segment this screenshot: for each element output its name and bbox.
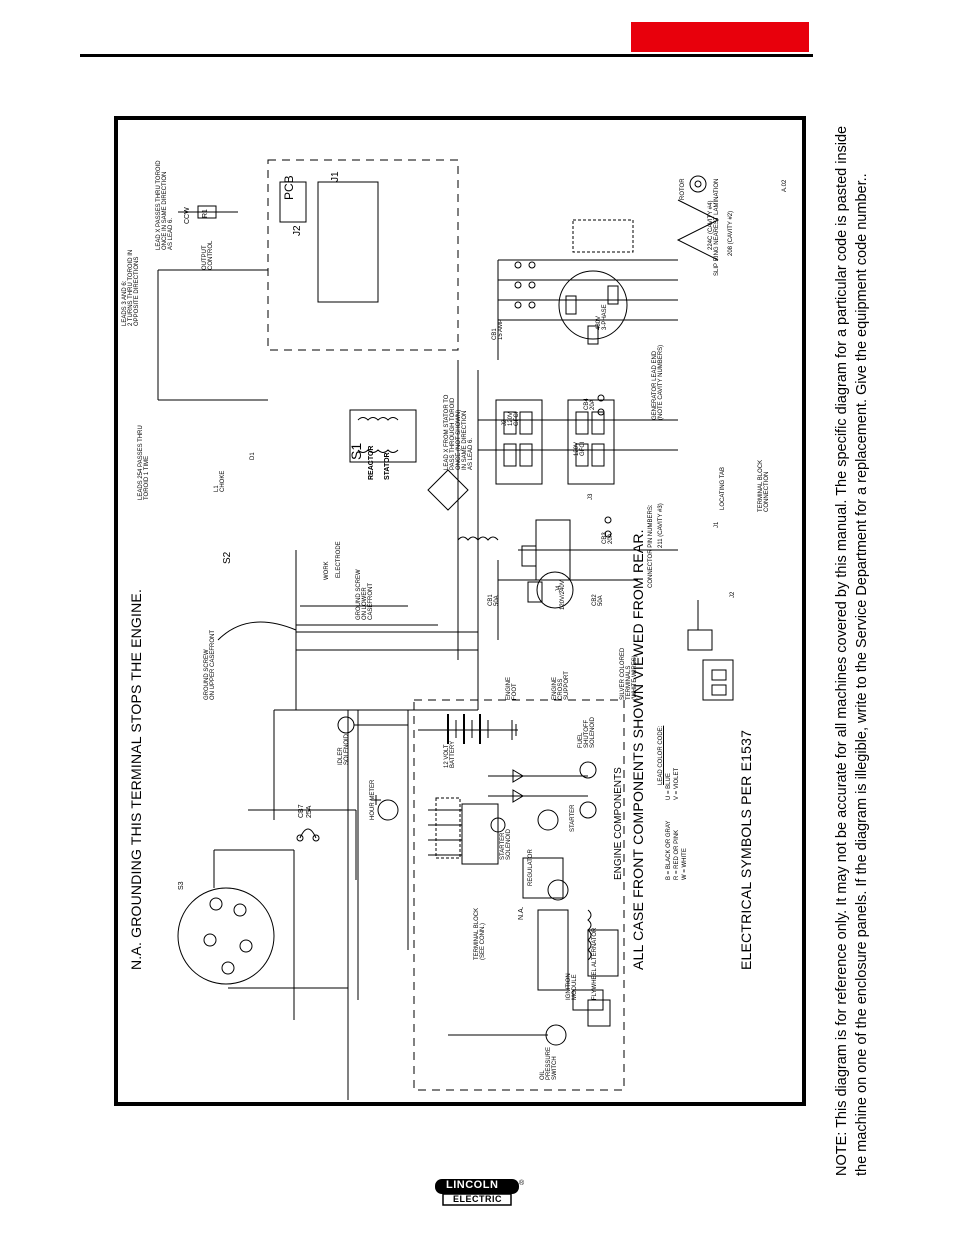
rotor-label: ROTOR	[680, 178, 686, 200]
regulator-label: REGULATOR	[528, 849, 534, 886]
lead-x-stator-note: LEAD X FROM STATOR TO PASS THROUGH TOROI…	[444, 394, 474, 470]
cavity-4-label: 224C (CAVITY #4)	[708, 200, 714, 250]
case-front-note: ALL CASE FRONT COMPONENTS SHOWN VIEWED F…	[630, 529, 646, 970]
connector-j1: J1	[714, 521, 720, 528]
logo-lincoln: LINCOLN	[446, 1179, 499, 1191]
cavity-2-label: 208 (CAVITY #2)	[728, 210, 734, 256]
s2-label: S2	[222, 551, 233, 564]
drawing-code: A.02	[782, 179, 788, 192]
hour-meter-label: HOUR METER	[370, 779, 376, 820]
terminal-block-label: TERMINAL BLOCK (SEE CONN.)	[474, 907, 486, 960]
cb7-label: CB7	[298, 804, 305, 818]
pcb-j2-label: J2	[292, 225, 303, 236]
cb1-15a-label: CB1 15 AMP	[492, 318, 504, 340]
silver-terminals-label: SILVER COLORED TERMINALS (WHITE WIRES)	[620, 647, 638, 700]
engine-cross-label: ENGINE CROSS SUPPORT	[552, 671, 570, 700]
logo-electric: ELECTRIC	[453, 1194, 502, 1204]
note-line-1: NOTE: This diagram is for reference only…	[834, 125, 850, 1176]
work-label: WORK	[324, 561, 330, 580]
oil-switch-label: OIL PRESSURE SWITCH	[540, 1046, 558, 1080]
connector-pin-title: CONNECTOR PIN NUMBERS:	[648, 504, 654, 588]
symbols-note: ELECTRICAL SYMBOLS PER E1537	[738, 729, 754, 970]
r1-label: R1	[202, 209, 209, 218]
cb3-20a-label: CB3 20A	[602, 532, 614, 544]
s1-label: S1	[348, 442, 364, 460]
gfci-j3-label: 120V GFCI	[574, 441, 586, 456]
lead-color-b: B = BLACK OR GRAY	[666, 820, 672, 880]
connector-j2: J2	[730, 591, 736, 598]
page-tab	[631, 22, 809, 52]
starter-solenoid-label: STARTER SOLENOID	[500, 828, 512, 860]
ground-lower-label: GROUND SCREW ON LOWER CASEFRONT	[356, 569, 374, 620]
electrode-label: ELECTRODE	[336, 541, 342, 578]
cb2-50a-label: CB2 50A	[592, 594, 604, 606]
tb-connection-label: TERMINAL BLOCK CONNECTION	[758, 459, 770, 512]
lead-x-pcb-note: LEAD X PASSES THRU TOROID ONCE IN SAME D…	[156, 160, 174, 250]
na-grounding-note: N.A. GROUNDING THIS TERMINAL STOPS THE E…	[128, 588, 144, 970]
engine-foot-label: ENGINE FOOT	[506, 676, 518, 700]
gen-lead-end-label: GENERATOR LEAD END (NOTE CAVITY NUMBERS)	[652, 344, 664, 420]
cb4-20a-label: CB4 20A	[584, 398, 596, 410]
cavity-3-label: 211 (CAVITY #3)	[658, 503, 664, 548]
pcb-label: PCB	[282, 175, 296, 200]
choke-label: L1 CHOKE	[214, 470, 226, 492]
ccw-label: CCW	[184, 207, 191, 224]
wiring-diagram-svg	[157, 159, 734, 1100]
slip-ring-label: SLIP RING NEAREST LAMINATION	[714, 178, 720, 276]
ground-upper-label: GROUND SCREW ON UPPER CASEFRONT	[204, 629, 216, 700]
na-short-label: N.A.	[518, 906, 525, 920]
ignition-module-label: IGNITION MODULE	[566, 973, 578, 1000]
reactor-label: REACTOR	[368, 445, 375, 480]
leads-254-note: LEADS 254 PASSES THRU TOROID 1 TIME	[138, 425, 150, 500]
lead-color-u: U = BLUE	[666, 773, 672, 800]
engine-components-label: ENGINE COMPONENTS	[613, 767, 624, 880]
cb7-rating: 25A	[306, 805, 313, 818]
battery-label: 12 VOLT BATTERY	[444, 740, 456, 768]
lead-color-r: R = RED OR PINK	[674, 829, 680, 880]
note-line-2: the machine on one of the enclosure pane…	[854, 173, 870, 1176]
lead-color-w: W = WHITE	[682, 848, 688, 880]
d1-label: D1	[250, 452, 256, 460]
s3-switch	[177, 887, 275, 985]
locating-tab-label: LOCATING TAB	[720, 466, 726, 510]
j4-label: J4	[556, 585, 562, 592]
lead-color-title: LEAD COLOR CODE:	[658, 725, 664, 785]
gfci-j2-label: J2 120V GFCI	[502, 411, 520, 426]
fuel-solenoid-label: FUEL SHUTOFF SOLENOID	[578, 716, 596, 748]
cb1-50a-label: CB1 50A	[488, 594, 500, 606]
v480-label: 480V 3-PHASE	[596, 304, 608, 330]
header-rule	[80, 54, 813, 57]
starter-label: STARTER	[570, 804, 576, 832]
lead-color-v: V = VIOLET	[674, 767, 680, 800]
stator-label: STATOR	[384, 452, 391, 480]
logo-registered: ®	[519, 1180, 525, 1187]
j3-label: J3	[588, 493, 594, 500]
flywheel-label: FLYWHEEL ALTERNATOR	[592, 927, 598, 1000]
wiring-diagram-frame: N.A. GROUNDING THIS TERMINAL STOPS THE E…	[114, 116, 806, 1106]
lincoln-electric-logo: LINCOLN ELECTRIC ®	[433, 1178, 525, 1206]
s3-label: S3	[178, 881, 185, 890]
output-control-label: OUTPUT CONTROL	[202, 240, 214, 270]
leads-3-6-note: LEADS 3 AND 6: 2 TURNS THRU TOROID IN OP…	[122, 249, 140, 326]
pcb-j1-label: J1	[330, 171, 341, 182]
idler-solenoid-label: IDLER SOLENOID	[338, 733, 350, 765]
